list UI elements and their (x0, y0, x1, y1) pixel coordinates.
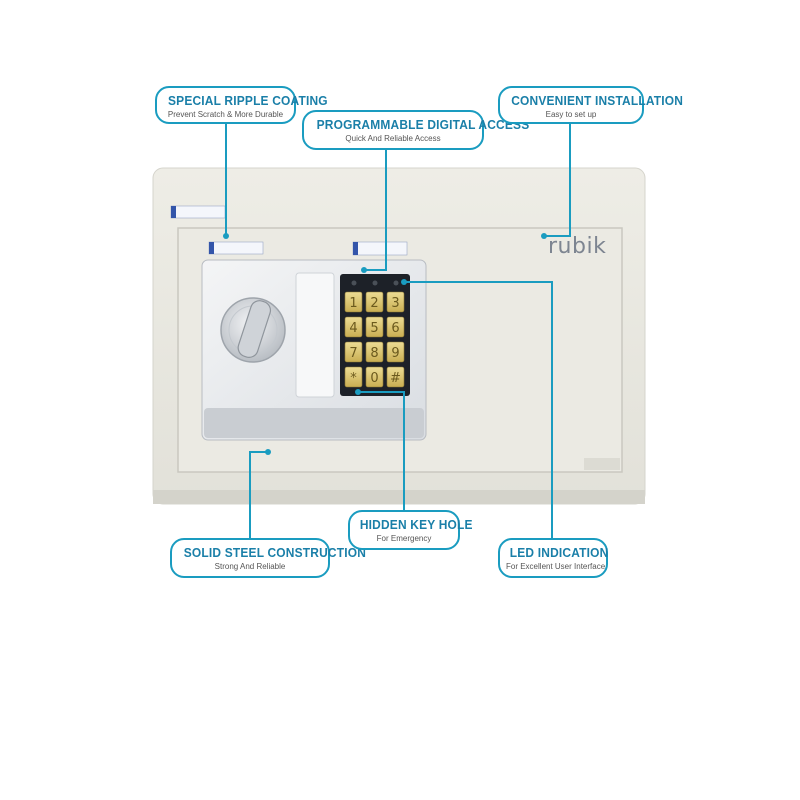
keypad-key-label: 7 (349, 346, 357, 361)
keypad-key-label: 8 (370, 346, 378, 361)
keypad-key-label: 6 (391, 321, 399, 336)
callout-title: LED INDICATION (509, 545, 609, 560)
led-indicator-icon (351, 280, 357, 286)
callout-solid-steel-construction: SOLID STEEL CONSTRUCTION Strong And Reli… (170, 538, 367, 578)
callout-subtitle: For Excellent User Interface (506, 562, 606, 571)
callout-subtitle: Easy to set up (545, 110, 597, 119)
keypad-key-label: 1 (349, 296, 357, 311)
callout-subtitle: Prevent Scratch & More Durable (167, 110, 284, 119)
keypad-key[interactable]: 7 (344, 341, 363, 363)
dial-knob-icon[interactable] (220, 297, 286, 363)
keypad-key-label: 2 (370, 296, 378, 311)
callout-subtitle: For Emergency (376, 534, 432, 543)
keypad-key-label: 0 (370, 371, 378, 386)
callout-title: PROGRAMMABLE DIGITAL ACCESS (316, 117, 530, 132)
callout-connectors (225, 116, 571, 540)
callout-title: HIDDEN KEY HOLE (359, 517, 473, 532)
callout-title: SPECIAL RIPPLE COATING (168, 93, 328, 108)
connector-dots (223, 233, 547, 455)
callout-subtitle: Strong And Reliable (214, 562, 286, 571)
keypad-key-label: # (390, 371, 401, 386)
keypad-key-label: 5 (370, 321, 378, 336)
keypad-key[interactable]: 0 (365, 366, 384, 388)
keypad-key[interactable]: 4 (344, 316, 363, 338)
keypad-key-label: * (350, 371, 357, 386)
callout-programmable-digital-access: PROGRAMMABLE DIGITAL ACCESS Quick And Re… (302, 110, 530, 150)
keypad-key-label: 9 (391, 346, 399, 361)
keypad-key[interactable]: 8 (365, 341, 384, 363)
keypad-key[interactable]: 5 (365, 316, 384, 338)
keypad-key[interactable]: 3 (386, 291, 405, 313)
keypad-key[interactable]: 1 (344, 291, 363, 313)
callout-subtitle: Quick And Reliable Access (345, 134, 441, 143)
callout-title: CONVENIENT INSTALLATION (511, 93, 684, 108)
callout-hidden-key-hole: HIDDEN KEY HOLE For Emergency (348, 510, 473, 550)
brand-logo: rubik (548, 234, 607, 259)
keypad-key-label: 3 (391, 296, 399, 311)
keypad-key[interactable]: 6 (386, 316, 405, 338)
keypad-key[interactable]: 2 (365, 291, 384, 313)
callout-title: SOLID STEEL CONSTRUCTION (183, 545, 367, 560)
callout-convenient-installation: CONVENIENT INSTALLATION Easy to set up (498, 86, 684, 124)
keypad-key-label: 4 (349, 321, 357, 336)
keypad-key[interactable]: # (386, 366, 405, 388)
callout-led-indication: LED INDICATION For Excellent User Interf… (498, 538, 608, 578)
keypad-key[interactable]: 9 (386, 341, 405, 363)
keypad-key[interactable]: * (344, 366, 363, 388)
callout-special-ripple-coating: SPECIAL RIPPLE COATING Prevent Scratch &… (155, 86, 328, 124)
